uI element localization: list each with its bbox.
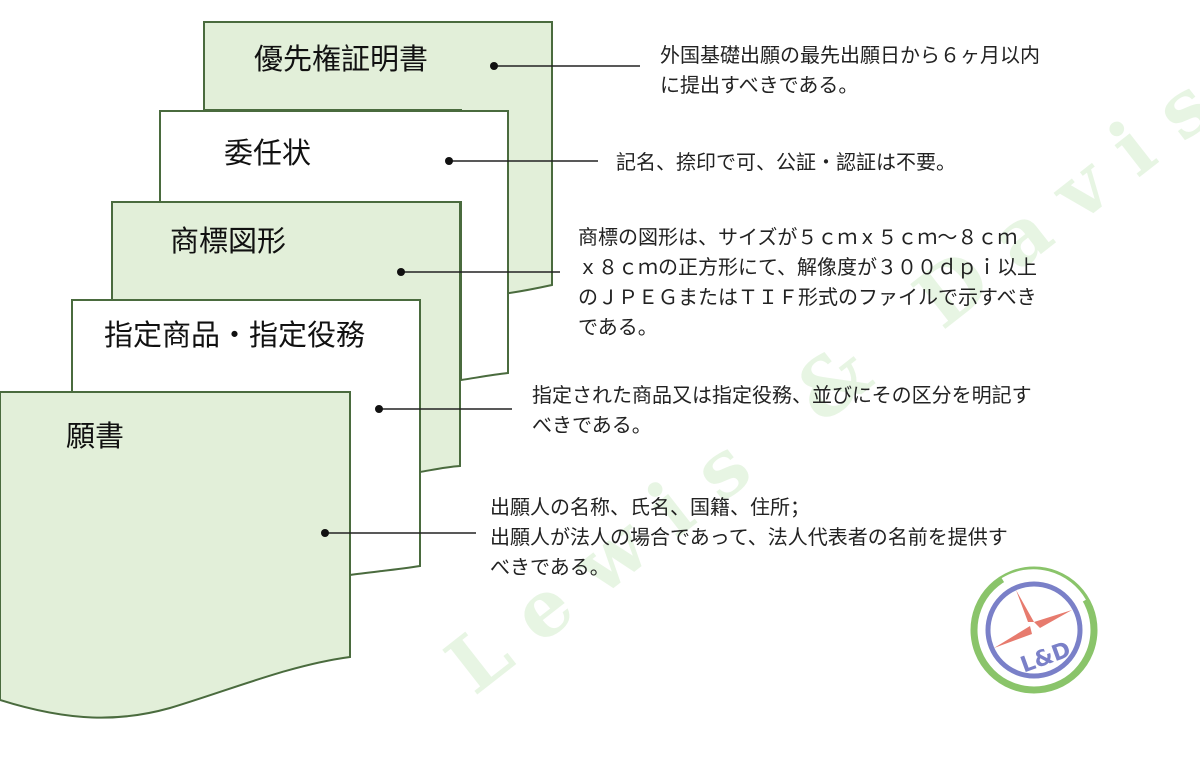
note-power-of-attorney: 記名、捺印で可、公証・認証は不要。 [616, 147, 956, 177]
connector-dot-attorney [445, 157, 453, 165]
doc-title-trademark-image: 商標図形 [170, 224, 287, 258]
doc-title-priority-certificate: 優先権証明書 [254, 42, 429, 76]
note-line: 商標の図形は、サイズが５ｃｍｘ５ｃｍ～８ｃｍ [578, 225, 1018, 249]
note-line: べきである。 [490, 555, 610, 579]
note-line: 指定された商品又は指定役務、並びにその区分を明記す [532, 383, 1032, 407]
note-line: に提出すべきである。 [660, 73, 859, 97]
doc-title-designated-goods: 指定商品・指定役務 [104, 318, 366, 352]
connector-dot-goods [375, 405, 383, 413]
note-trademark-image: 商標の図形は、サイズが５ｃｍｘ５ｃｍ～８ｃｍ ｘ８ｃｍの正方形にて、解像度が３０… [578, 222, 1037, 342]
note-line: 外国基礎出願の最先出願日から６ヶ月以内 [660, 43, 1040, 67]
connector-dot-application [321, 529, 329, 537]
doc-title-power-of-attorney: 委任状 [224, 136, 312, 170]
doc-title-application-form: 願書 [66, 419, 125, 453]
note-line: ｘ８ｃｍの正方形にて、解像度が３００ｄｐｉ以上 [578, 255, 1037, 279]
note-priority-certificate: 外国基礎出願の最先出願日から６ヶ月以内 に提出すべきである。 [660, 40, 1040, 100]
sheet-application-form [0, 391, 351, 719]
note-line: 出願人の名称、氏名、国籍、住所； [490, 495, 810, 519]
lnd-logo: L&D [970, 566, 1098, 694]
note-line: である。 [578, 315, 658, 339]
note-line: べきである。 [532, 413, 652, 437]
note-line: のＪＰＥＧまたはＴＩＦ形式のファイルで示すべき [578, 285, 1037, 309]
note-designated-goods: 指定された商品又は指定役務、並びにその区分を明記す べきである。 [532, 380, 1032, 440]
connector-dot-priority [490, 62, 498, 70]
note-line: 記名、捺印で可、公証・認証は不要。 [616, 150, 956, 174]
note-line: 出願人が法人の場合であって、法人代表者の名前を提供す [490, 525, 1008, 549]
connector-dot-trademark [397, 268, 405, 276]
note-application-form: 出願人の名称、氏名、国籍、住所； 出願人が法人の場合であって、法人代表者の名前を… [490, 492, 1008, 582]
